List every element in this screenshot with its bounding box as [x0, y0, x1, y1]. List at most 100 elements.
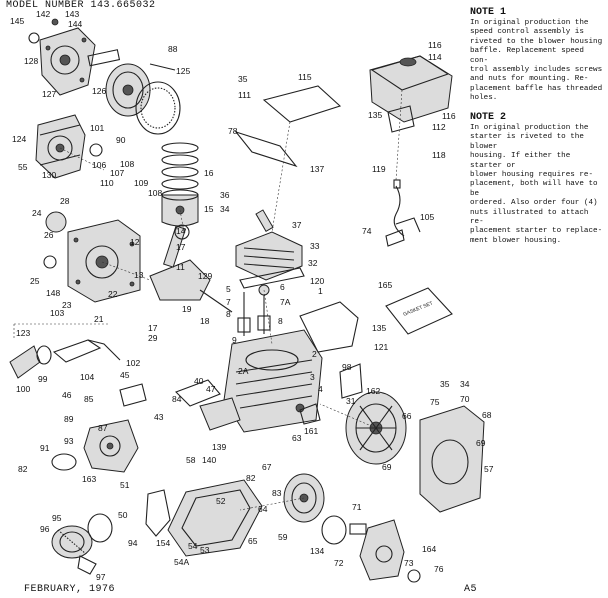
part-label: 103: [50, 308, 64, 318]
model-number-header: MODEL NUMBER 143.665032: [6, 0, 156, 11]
part-label: 139: [212, 442, 226, 452]
part-label: 145: [10, 16, 24, 26]
part-label: 53: [200, 545, 210, 555]
part-label: 130: [42, 170, 56, 180]
part-label: 50: [118, 510, 128, 520]
part-label: 161: [304, 426, 318, 436]
part-label: 21: [94, 314, 104, 324]
part-label: 33: [310, 241, 320, 251]
part-label: 120: [310, 276, 324, 286]
part-label: 29: [148, 333, 158, 343]
part-label: 43: [154, 412, 164, 422]
part-label: 66: [402, 411, 412, 421]
gasket-set-label: GASKET SET: [403, 301, 434, 318]
part-label: 9: [232, 335, 237, 345]
part-label: 127: [42, 89, 56, 99]
part-label: 107: [110, 168, 124, 178]
part-label: 125: [176, 66, 190, 76]
part-label: 124: [12, 134, 26, 144]
part-label: 45: [120, 370, 130, 380]
part-label: 8: [278, 316, 283, 326]
part-label: 90: [116, 135, 126, 145]
part-label: 35: [238, 74, 248, 84]
part-label: 36: [220, 190, 230, 200]
air-filter-assembly: [51, 513, 113, 575]
part-label: 46: [62, 390, 72, 400]
leader-lines: [59, 89, 403, 511]
flywheel-and-screen: [105, 63, 181, 135]
part-label: 54: [188, 541, 198, 551]
part-label: 108: [120, 159, 134, 169]
part-label: 114: [428, 52, 442, 62]
crankcase-cover: [43, 211, 141, 303]
part-label: 123: [16, 328, 30, 338]
speed-control-bracket: [234, 85, 342, 168]
part-label: 162: [366, 386, 380, 396]
cylinder-head-assembly: [235, 209, 305, 289]
part-label: 28: [60, 196, 70, 206]
part-label: 23: [62, 300, 72, 310]
part-label: 34: [220, 204, 230, 214]
part-label: 108: [148, 188, 162, 198]
part-label: 65: [248, 536, 258, 546]
muffler-exhaust-assembly: [9, 323, 121, 379]
part-label: 164: [422, 544, 436, 554]
part-label: 83: [272, 488, 282, 498]
part-label: 7: [226, 297, 231, 307]
part-label: 47: [206, 384, 216, 394]
part-label: 88: [168, 44, 178, 54]
part-label: 64: [258, 504, 268, 514]
part-label: 25: [30, 276, 40, 286]
part-label: 67: [262, 462, 272, 472]
part-label: 82: [246, 473, 256, 483]
part-label: 17: [148, 323, 158, 333]
part-label: 69: [476, 438, 486, 448]
part-label: 59: [278, 532, 288, 542]
lower-flywheel-assembly: [283, 473, 347, 545]
part-label: 142: [36, 9, 50, 19]
part-label: 85: [84, 394, 94, 404]
part-label: 89: [64, 414, 74, 424]
part-label: 11: [176, 262, 185, 272]
part-label: 55: [18, 162, 28, 172]
crankshaft-and-rod: [149, 224, 233, 313]
part-label: 2A: [238, 366, 249, 376]
part-label: 7A: [280, 297, 291, 307]
part-label: 96: [40, 524, 50, 534]
part-label: 135: [368, 110, 382, 120]
part-label: 73: [404, 558, 414, 568]
part-label: 71: [352, 502, 362, 512]
part-label: 40: [194, 376, 204, 386]
fuel-tank: [369, 55, 453, 133]
part-label: 57: [484, 464, 494, 474]
part-label: 91: [40, 443, 50, 453]
part-label: 17: [176, 242, 186, 252]
part-label: 163: [82, 474, 96, 484]
part-label: 87: [98, 423, 108, 433]
part-label: 13: [134, 270, 144, 280]
part-label: 12: [130, 237, 140, 247]
part-label: 97: [96, 572, 106, 582]
part-label: 22: [108, 289, 118, 299]
part-label: 78: [228, 126, 238, 136]
part-label: 69: [382, 462, 392, 472]
part-label: 19: [182, 304, 192, 314]
part-label: 6: [280, 282, 285, 292]
part-label: 128: [24, 56, 38, 66]
footer-page: A5: [464, 584, 478, 595]
part-label: 26: [44, 230, 54, 240]
ignition-module: [349, 519, 421, 583]
part-label: 4: [318, 384, 323, 394]
part-label: 116: [442, 111, 456, 121]
part-label: 115: [298, 72, 312, 82]
part-label: 106: [92, 160, 106, 170]
part-label: 35: [440, 379, 450, 389]
oil-base-assembly: [145, 479, 263, 557]
part-label: 52: [216, 496, 226, 506]
part-label: 1: [318, 286, 323, 296]
part-label: 112: [432, 122, 446, 132]
part-label: 72: [334, 558, 344, 568]
part-label: 74: [362, 226, 372, 236]
part-label: 3: [310, 372, 315, 382]
